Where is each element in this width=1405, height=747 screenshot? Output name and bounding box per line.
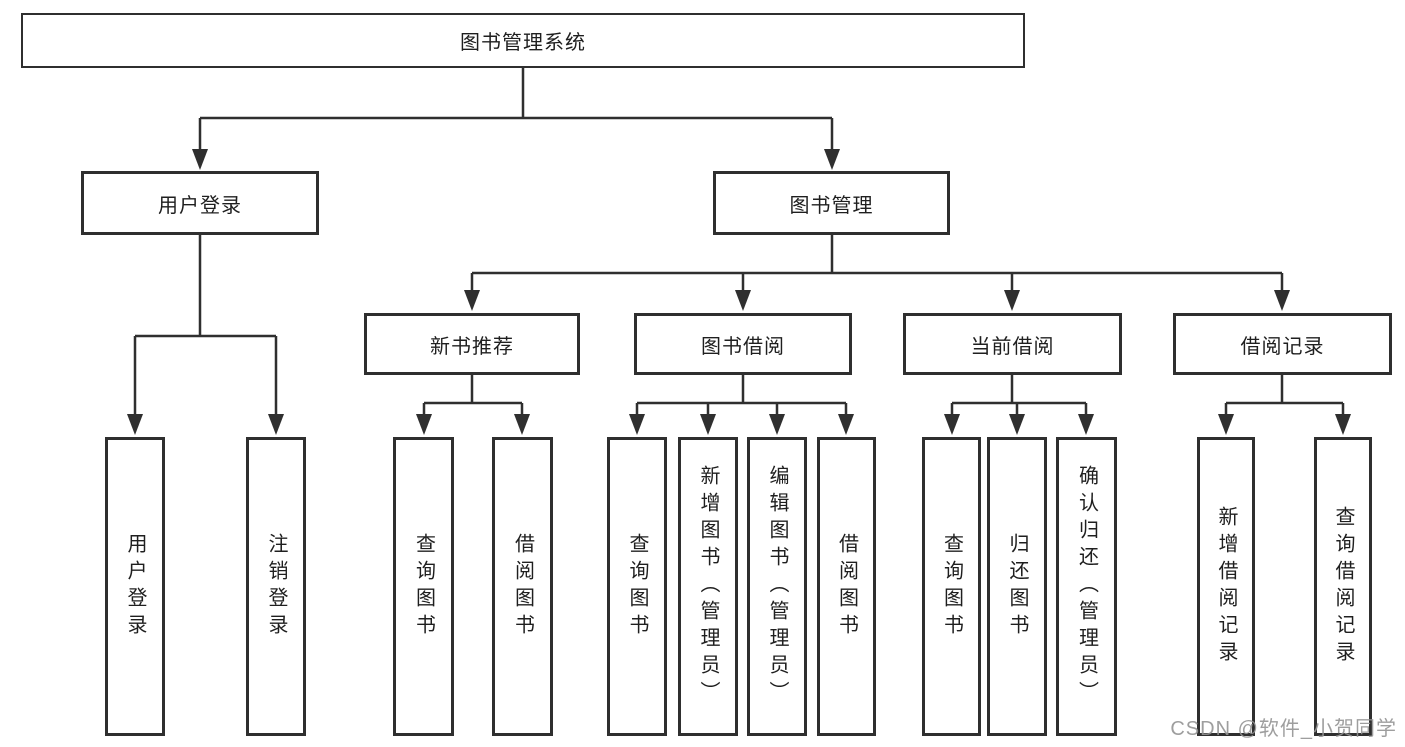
leaf-nb-borrow-book: 借阅图书	[492, 437, 553, 736]
leaf-nb-query-book-label: 查询图书	[412, 532, 435, 641]
leaf-nb-borrow-book-label: 借阅图书	[511, 532, 534, 641]
node-book-management-label: 图书管理	[789, 194, 874, 217]
node-library-system-label: 图书管理系统	[460, 32, 586, 54]
leaf-bb-borrow-book-label: 借阅图书	[835, 532, 858, 641]
leaf-bb-add-book-admin: 新增图书（管理员）	[678, 437, 738, 736]
leaf-bb-borrow-book: 借阅图书	[817, 437, 876, 736]
csdn-watermark: CSDN @软件_小贺同学	[1170, 718, 1397, 740]
leaf-rec-query-record-label: 查询借阅记录	[1332, 505, 1354, 668]
node-new-book-recommend: 新书推荐	[364, 313, 580, 375]
leaf-rec-add-record-label: 新增借阅记录	[1215, 505, 1237, 668]
leaf-bb-add-book-admin-label: 新增图书（管理员）	[697, 465, 719, 708]
node-new-book-recommend-label: 新书推荐	[430, 335, 514, 358]
leaf-cb-query-book-label: 查询图书	[940, 532, 963, 641]
leaf-rec-query-record: 查询借阅记录	[1314, 437, 1372, 736]
leaf-cb-return-book-label: 归还图书	[1006, 532, 1028, 641]
leaf-bb-edit-book-admin: 编辑图书（管理员）	[747, 437, 807, 736]
leaf-bb-query-book: 查询图书	[607, 437, 667, 736]
leaf-user-login-label: 用户登录	[124, 532, 146, 641]
leaf-bb-query-book-label: 查询图书	[626, 532, 648, 641]
leaf-cb-return-book: 归还图书	[987, 437, 1047, 736]
leaf-rec-add-record: 新增借阅记录	[1197, 437, 1255, 736]
node-borrowing-records-label: 借阅记录	[1240, 335, 1325, 358]
leaf-logout-label: 注销登录	[265, 532, 287, 641]
node-book-management: 图书管理	[713, 171, 950, 235]
node-book-borrowing-label: 图书借阅	[701, 335, 785, 358]
leaf-bb-edit-book-admin-label: 编辑图书（管理员）	[766, 465, 788, 708]
node-user-login: 用户登录	[81, 171, 319, 235]
leaf-nb-query-book: 查询图书	[393, 437, 454, 736]
leaf-cb-confirm-return-admin: 确认归还（管理员）	[1056, 437, 1117, 736]
node-library-system: 图书管理系统	[21, 13, 1025, 68]
node-current-borrowing-label: 当前借阅	[970, 335, 1055, 358]
leaf-cb-confirm-return-admin-label: 确认归还（管理员）	[1075, 465, 1098, 708]
node-borrowing-records: 借阅记录	[1173, 313, 1392, 375]
leaf-user-login: 用户登录	[105, 437, 165, 736]
node-user-login-label: 用户登录	[158, 194, 242, 217]
leaf-logout: 注销登录	[246, 437, 306, 736]
node-current-borrowing: 当前借阅	[903, 313, 1122, 375]
node-book-borrowing: 图书借阅	[634, 313, 852, 375]
leaf-cb-query-book: 查询图书	[922, 437, 981, 736]
